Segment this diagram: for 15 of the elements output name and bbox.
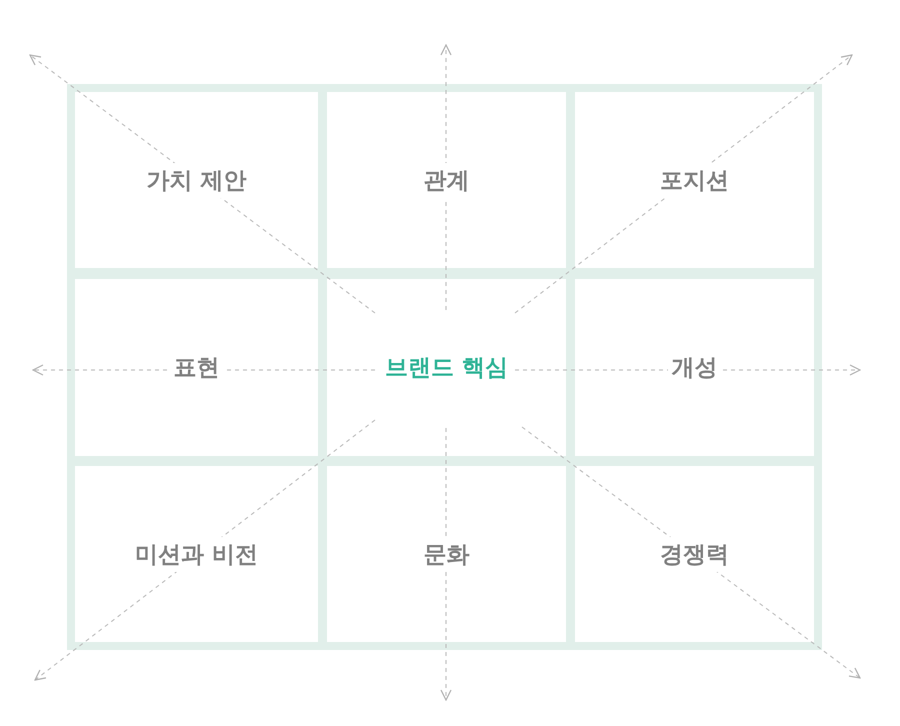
- grid-cell: [327, 466, 566, 642]
- grid-cell: [75, 466, 318, 642]
- dashed-arrow: [440, 428, 452, 701]
- dashed-arrow: [29, 54, 376, 314]
- grid-cell: [575, 92, 814, 268]
- grid-cell: [575, 466, 814, 642]
- dashed-arrow: [514, 54, 853, 314]
- dashed-arrow: [522, 426, 861, 679]
- grid-cell: [327, 279, 566, 456]
- grid-cell: [327, 92, 566, 268]
- grid-cell: [75, 279, 318, 456]
- dashed-arrow: [440, 44, 452, 310]
- dashed-arrow: [34, 420, 376, 681]
- grid-cell: [75, 92, 318, 268]
- grid-cell: [575, 279, 814, 456]
